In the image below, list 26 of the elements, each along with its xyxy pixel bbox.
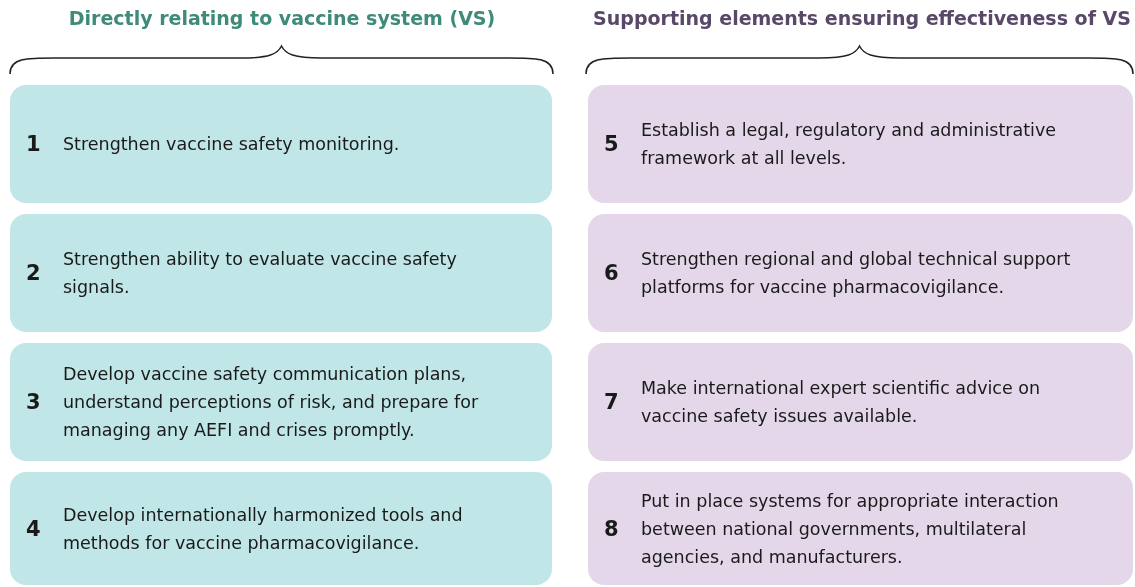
goal-number: 4: [26, 516, 41, 541]
goal-card: [588, 343, 1133, 461]
goal-text: Strengthen vaccine safety monitoring.: [63, 133, 401, 156]
goal-number: 1: [26, 132, 41, 156]
goal-number: 6: [604, 261, 619, 285]
column-heading: Supporting elements ensuring effectiveness of VS: [593, 7, 1131, 29]
column-heading: Directly relating to vaccine system (VS): [68, 7, 496, 29]
goal-number: 3: [26, 390, 41, 414]
goal-text: Put in place systems for appropriate interaction between national governments, multilateral agencies, and manufacturers.: [641, 489, 1060, 569]
goal-card: [588, 85, 1133, 203]
goal-text: Develop internationally harmonized tools and methods for vaccine pharmacovigilance.: [63, 503, 464, 555]
goal-number: 5: [604, 132, 619, 156]
goal-text: Make international expert scientific advice on vaccine safety issues available.: [641, 377, 1042, 428]
goal-card: [588, 214, 1133, 332]
goal-number: 2: [26, 261, 41, 285]
goal-number: 7: [604, 390, 619, 414]
goal-card: [10, 214, 552, 332]
goal-card: [10, 85, 552, 203]
goal-text: Strengthen ability to evaluate vaccine safety signals.: [63, 248, 458, 299]
goal-card: [10, 472, 552, 585]
goal-card: [588, 472, 1133, 585]
goal-text: Establish a legal, regulatory and administrative framework at all levels.: [641, 119, 1058, 170]
goal-card: [10, 343, 552, 461]
goal-text: Strengthen regional and global technical support platforms for vaccine pharmacovigilance.: [641, 248, 1072, 299]
goal-text: Develop vaccine safety communication plans, understand perceptions of risk, and prepare for managing any AEFI and crises promptly.: [63, 363, 480, 442]
goal-number: 8: [604, 516, 619, 541]
